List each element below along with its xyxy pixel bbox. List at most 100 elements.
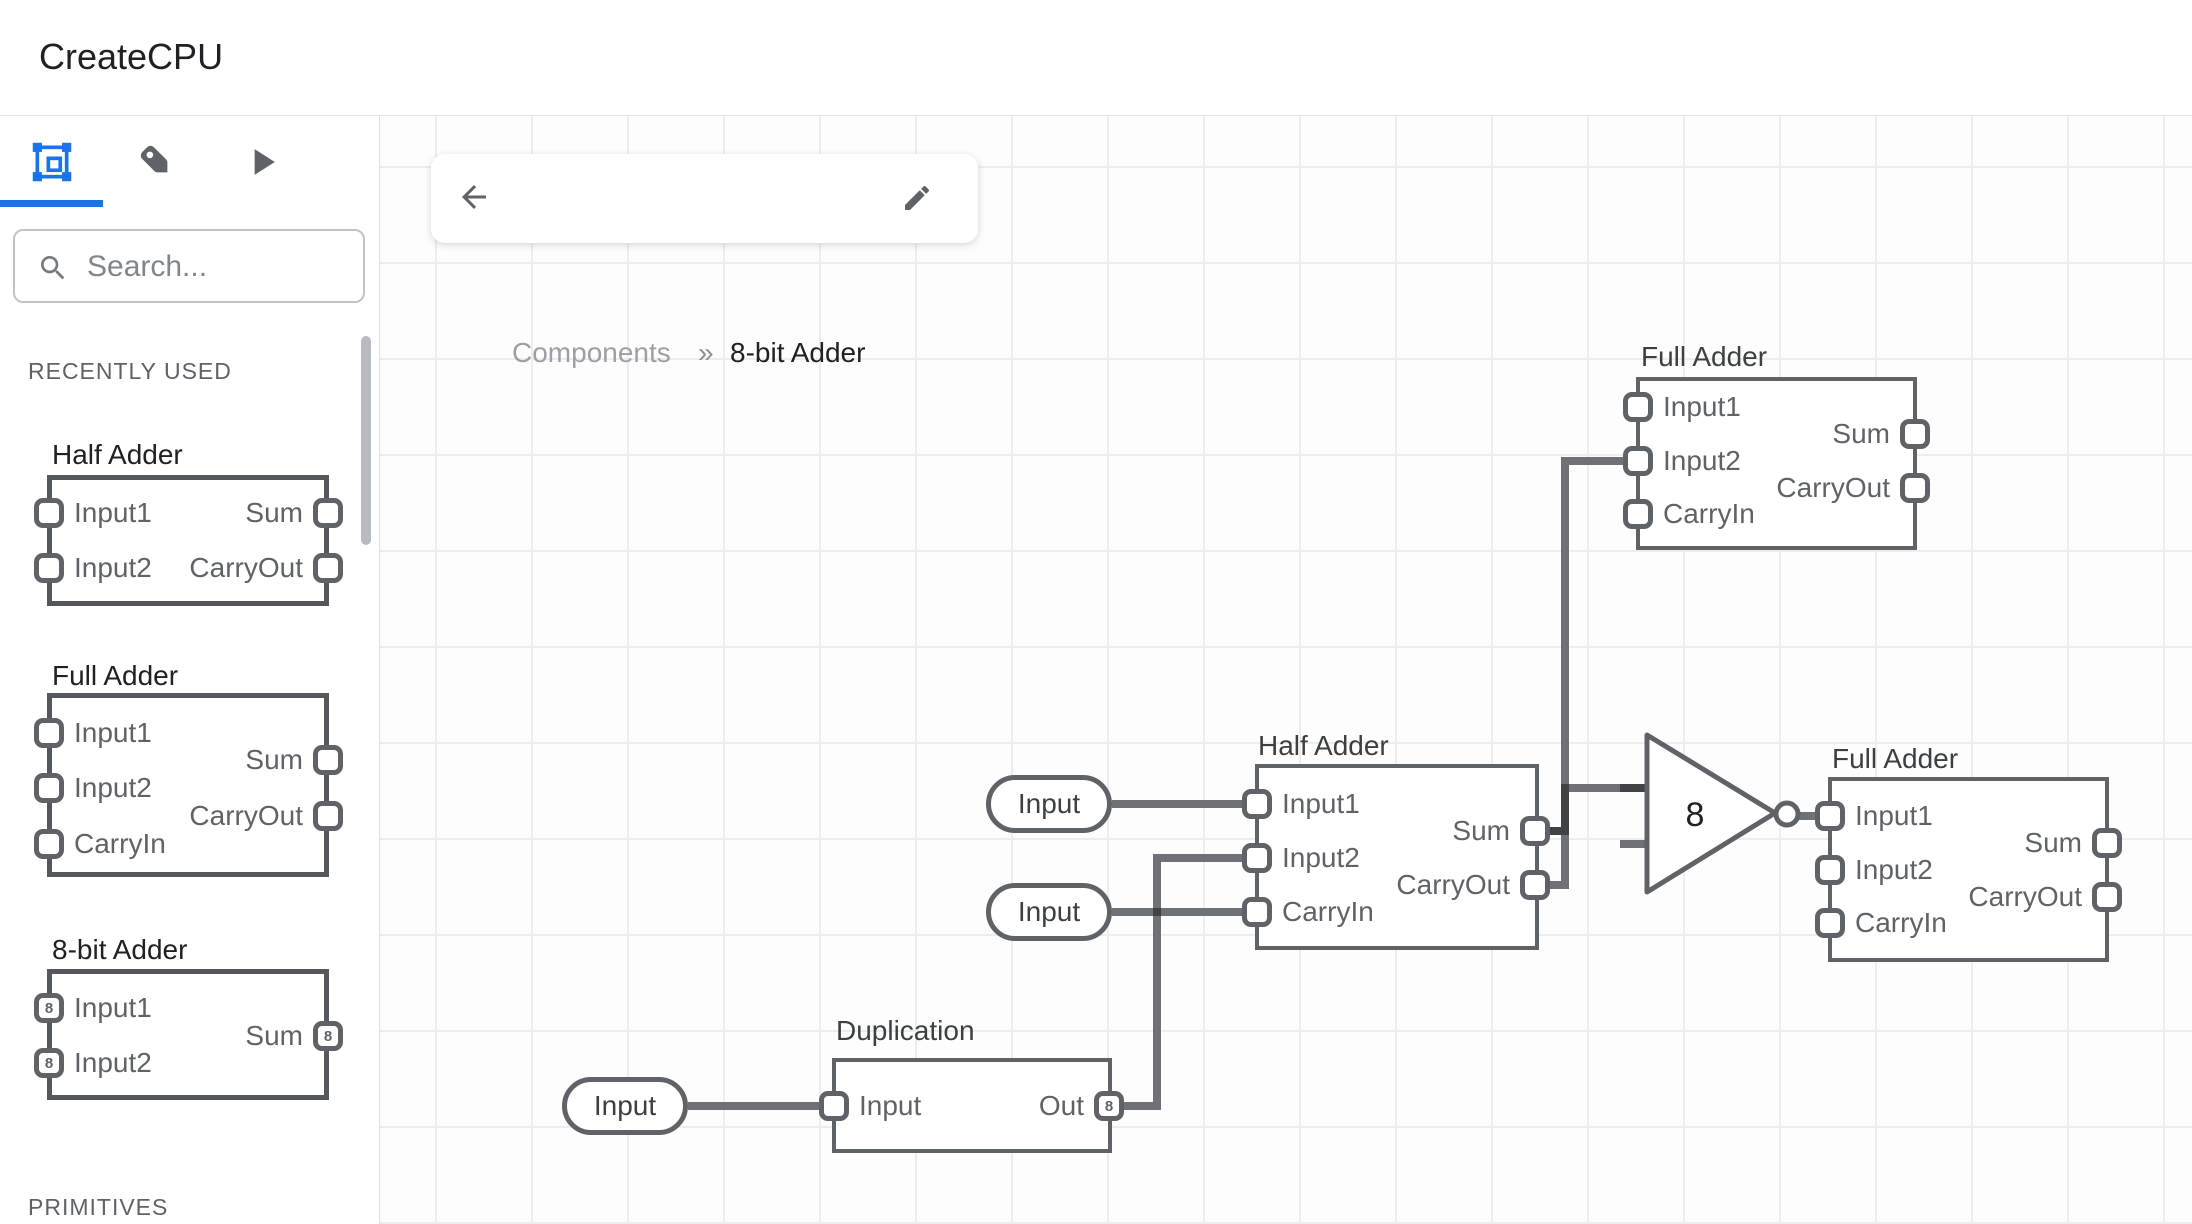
tab-simulate[interactable] <box>232 132 292 192</box>
sidebar-item-full-adder[interactable] <box>47 693 329 877</box>
node-title: Duplication <box>836 1015 975 1046</box>
port-output[interactable] <box>2092 828 2122 858</box>
port-label: Input1 <box>1282 788 1360 819</box>
port-output[interactable] <box>313 553 343 583</box>
edit-name-button[interactable] <box>897 179 937 219</box>
port-output[interactable] <box>313 498 343 528</box>
port-label: Input1 <box>1663 391 1741 422</box>
port-input[interactable] <box>1815 908 1845 938</box>
breadcrumb-current: 8-bit Adder <box>730 337 866 368</box>
wire[interactable] <box>1112 800 1257 808</box>
port-input[interactable] <box>1623 446 1653 476</box>
active-tab-indicator <box>0 200 103 207</box>
port-input[interactable] <box>1623 392 1653 422</box>
port-label: Sum <box>245 497 303 528</box>
breadcrumb-parent[interactable]: Components <box>512 337 671 368</box>
port-input[interactable] <box>1815 855 1845 885</box>
port-input-bus[interactable]: 8 <box>34 1048 64 1078</box>
port-input[interactable] <box>819 1091 849 1121</box>
port-input[interactable] <box>1242 897 1272 927</box>
port-input[interactable] <box>1815 801 1845 831</box>
wire[interactable] <box>1109 1102 1161 1110</box>
port-label: Sum <box>1832 418 1890 449</box>
port-label: CarryIn <box>1855 907 1947 938</box>
tab-tags[interactable] <box>127 132 187 192</box>
port-label: Input2 <box>1855 854 1933 885</box>
port-input-bus[interactable]: 8 <box>34 993 64 1023</box>
wire[interactable] <box>1797 812 1815 820</box>
sidebar-item-title: Half Adder <box>52 439 183 470</box>
pencil-icon <box>905 185 930 210</box>
circuit-canvas[interactable] <box>380 116 2192 1224</box>
port-label: Input1 <box>1855 800 1933 831</box>
port-output[interactable] <box>2092 882 2122 912</box>
port-input[interactable] <box>34 718 64 748</box>
port-input[interactable] <box>34 498 64 528</box>
port-label: Input2 <box>74 1047 152 1078</box>
port-input[interactable] <box>1623 499 1653 529</box>
port-label: Sum <box>2024 827 2082 858</box>
input-pin[interactable]: Input <box>562 1077 688 1135</box>
port-label: Input1 <box>74 497 152 528</box>
wire[interactable] <box>1565 784 1647 792</box>
bus-merger-gate[interactable]: 8 <box>1635 725 1805 905</box>
wire[interactable] <box>1153 854 1257 862</box>
port-label: Sum <box>1452 815 1510 846</box>
search-box[interactable] <box>13 229 365 303</box>
wire-overlap <box>1548 827 1569 835</box>
sidebar-scrollbar[interactable] <box>361 336 371 545</box>
port-label: Sum <box>245 744 303 775</box>
port-label: CarryOut <box>1968 881 2082 912</box>
port-input[interactable] <box>34 773 64 803</box>
node-half-adder[interactable] <box>1255 764 1539 950</box>
node-full-adder-right[interactable] <box>1828 777 2109 962</box>
node-title: Half Adder <box>1258 730 1389 761</box>
port-output-bus[interactable]: 8 <box>1094 1091 1124 1121</box>
section-primitives: PRIMITIVES <box>28 1194 169 1220</box>
search-input[interactable] <box>85 235 359 299</box>
port-input[interactable] <box>34 829 64 859</box>
port-label: Input1 <box>74 992 152 1023</box>
wire-overlap <box>1561 784 1569 835</box>
port-output[interactable] <box>1520 816 1550 846</box>
back-button[interactable] <box>452 176 496 220</box>
bus-width-label: 8 <box>1686 796 1705 834</box>
port-output[interactable] <box>1520 870 1550 900</box>
port-label: Input2 <box>74 772 152 803</box>
components-icon <box>32 142 72 182</box>
wire[interactable] <box>1153 854 1161 1110</box>
sidebar-item-half-adder[interactable] <box>47 475 329 606</box>
input-pin[interactable]: Input <box>986 775 1112 833</box>
sidebar-item-title: Full Adder <box>52 660 179 691</box>
wire[interactable] <box>1561 457 1643 465</box>
port-input[interactable] <box>34 553 64 583</box>
wire-overlap <box>1153 908 1161 916</box>
port-label: CarryIn <box>1282 896 1374 927</box>
node-title: Full Adder <box>1832 743 1959 774</box>
port-input[interactable] <box>1242 843 1272 873</box>
port-label: Sum <box>245 1020 303 1051</box>
wire[interactable] <box>688 1102 834 1110</box>
wire-stub[interactable] <box>1620 840 1647 848</box>
port-output[interactable] <box>313 801 343 831</box>
sidebar-item-8bit-adder[interactable] <box>47 969 329 1100</box>
wire[interactable] <box>1112 908 1257 916</box>
play-icon <box>254 149 275 175</box>
port-input[interactable] <box>1242 789 1272 819</box>
port-output-bus[interactable]: 8 <box>313 1021 343 1051</box>
wire[interactable] <box>1561 457 1569 889</box>
tag-icon <box>140 145 168 173</box>
port-label: CarryIn <box>74 828 166 859</box>
port-output[interactable] <box>1900 473 1930 503</box>
port-label: Input1 <box>74 717 152 748</box>
search-icon <box>41 256 65 280</box>
app-title: CreateCPU <box>39 36 224 77</box>
wire[interactable] <box>1548 881 1569 889</box>
breadcrumb: Components » 8-bit Adder <box>431 154 978 368</box>
node-full-adder-top[interactable] <box>1636 377 1917 550</box>
port-output[interactable] <box>1900 419 1930 449</box>
tab-components[interactable] <box>22 132 82 192</box>
port-output[interactable] <box>313 745 343 775</box>
input-pin[interactable]: Input <box>986 883 1112 941</box>
app-header: CreateCPU <box>0 0 2192 116</box>
